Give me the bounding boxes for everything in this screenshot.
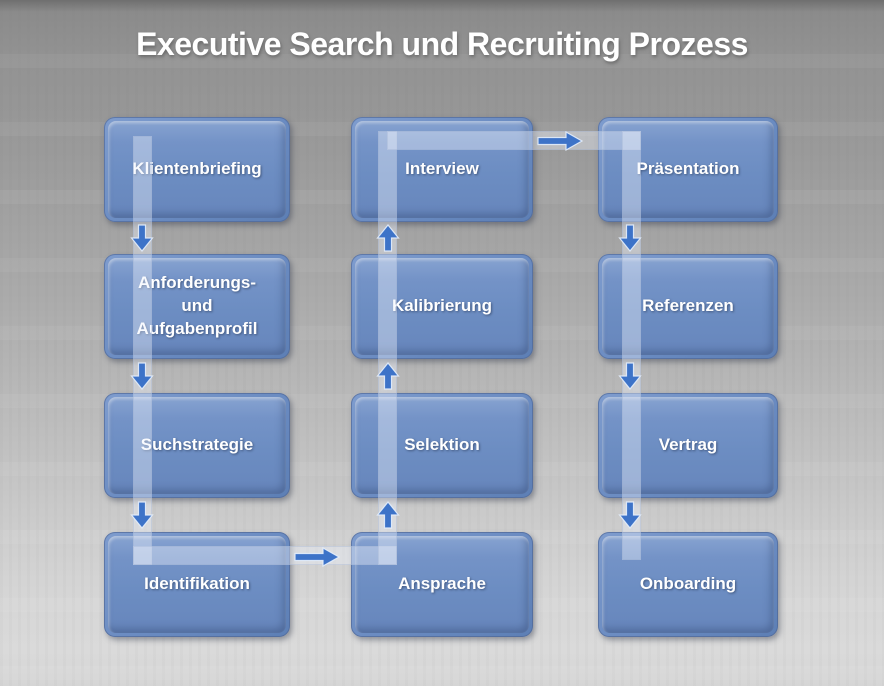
box-label: Präsentation	[636, 159, 740, 179]
page-title: Executive Search und Recruiting Prozess	[136, 26, 748, 62]
process-box-vertrag: Vertrag	[598, 393, 778, 498]
flow-path-band-vertical-column3	[622, 131, 641, 560]
process-box-identifikation: Identifikation	[104, 532, 290, 637]
box-label: Identifikation	[144, 574, 250, 594]
box-label: Vertrag	[658, 435, 718, 455]
box-label: Selektion	[404, 435, 480, 455]
process-box-referenzen: Referenzen	[598, 254, 778, 359]
box-label: Klientenbriefing	[132, 159, 262, 179]
flow-path-band-vertical-column2	[378, 131, 397, 565]
arrow-down-icon	[618, 224, 642, 252]
box-label: Interview	[405, 159, 479, 179]
process-box-suchstrategie: Suchstrategie	[104, 393, 290, 498]
process-box-praesentation: Präsentation	[598, 117, 778, 222]
process-box-interview: Interview	[351, 117, 533, 222]
box-label: Onboarding	[639, 574, 737, 594]
process-box-klientenbriefing: Klientenbriefing	[104, 117, 290, 222]
arrow-right-icon	[537, 131, 583, 151]
box-label: Suchstrategie	[140, 435, 254, 455]
box-label: Kalibrierung	[391, 296, 493, 316]
arrow-down-icon	[130, 362, 154, 390]
process-box-anforderungs-und-aufgabenprofil: Anforderungs- und Aufgabenprofil	[104, 254, 290, 359]
box-label: Anforderungs- und Aufgabenprofil	[136, 273, 258, 338]
box-label: Ansprache	[398, 574, 486, 594]
flow-path-band-horizontal-bottom	[133, 546, 397, 565]
arrow-down-icon	[130, 501, 154, 529]
arrow-up-icon	[376, 362, 400, 390]
process-box-kalibrierung: Kalibrierung	[351, 254, 533, 359]
arrow-down-icon	[130, 224, 154, 252]
process-box-selektion: Selektion	[351, 393, 533, 498]
flow-path-band-horizontal-top	[387, 131, 641, 150]
arrow-up-icon	[376, 224, 400, 252]
arrow-right-icon	[294, 547, 340, 567]
process-box-onboarding: Onboarding	[598, 532, 778, 637]
arrow-up-icon	[376, 501, 400, 529]
arrow-down-icon	[618, 501, 642, 529]
arrow-down-icon	[618, 362, 642, 390]
process-box-ansprache: Ansprache	[351, 532, 533, 637]
box-label: Referenzen	[642, 296, 734, 316]
